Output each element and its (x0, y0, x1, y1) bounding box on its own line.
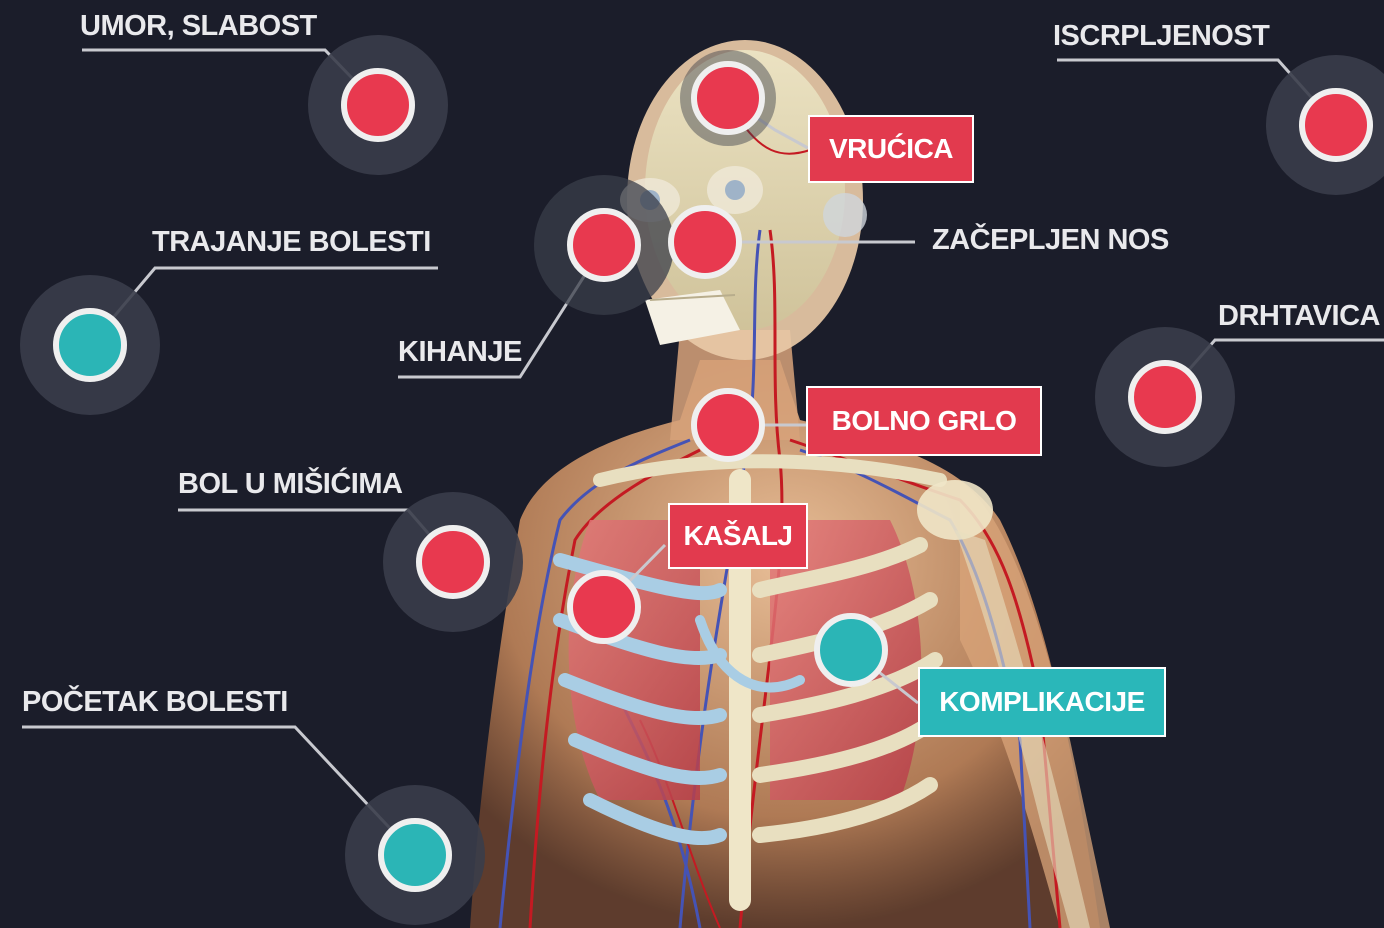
circle-marker-icon (381, 821, 449, 889)
tag-kasalj[interactable]: KAŠALJ (668, 503, 808, 569)
circle-marker-icon (1302, 91, 1370, 159)
circle-marker-icon (671, 208, 739, 276)
label-drhtavica: DRHTAVICA (1218, 302, 1380, 331)
marker-kasalj[interactable] (570, 573, 638, 641)
label-zacepljen-nos: ZAČEPLJEN NOS (932, 226, 1169, 255)
circle-marker-icon (694, 391, 762, 459)
label-trajanje-bolesti: TRAJANJE BOLESTI (152, 228, 431, 257)
marker-drhtavica[interactable] (1095, 327, 1235, 467)
circle-marker-icon (1131, 363, 1199, 431)
marker-iscrpljenost[interactable] (1266, 55, 1384, 195)
marker-kihanje[interactable] (534, 175, 674, 315)
marker-bol-u-misicima[interactable] (383, 492, 523, 632)
circle-marker-icon (570, 573, 638, 641)
marker-bolno-grlo[interactable] (694, 391, 762, 459)
circle-marker-icon (56, 311, 124, 379)
circle-marker-icon (344, 71, 412, 139)
circle-marker-icon (419, 528, 487, 596)
label-pocetak-bolesti: POČETAK BOLESTI (22, 688, 288, 717)
marker-pocetak-bolesti[interactable] (345, 785, 485, 925)
label-umor-slabost: UMOR, SLABOST (80, 12, 317, 41)
marker-umor-slabost[interactable] (308, 35, 448, 175)
marker-zacepljen-nos[interactable] (671, 208, 739, 276)
circle-marker-icon (817, 616, 885, 684)
tag-bolno-grlo[interactable]: BOLNO GRLO (806, 386, 1042, 456)
tag-komplikacije[interactable]: KOMPLIKACIJE (918, 667, 1166, 737)
label-iscrpljenost: ISCRPLJENOST (1053, 22, 1269, 51)
circle-marker-icon (570, 211, 638, 279)
circle-marker-icon (694, 64, 762, 132)
label-kihanje: KIHANJE (398, 338, 522, 367)
marker-trajanje-bolesti[interactable] (20, 275, 160, 415)
tag-vrucica[interactable]: VRUĆICA (808, 115, 974, 183)
marker-komplikacije[interactable] (817, 616, 885, 684)
label-bol-u-misicima: BOL U MIŠIĆIMA (178, 470, 402, 499)
marker-vrucica[interactable] (680, 50, 776, 146)
